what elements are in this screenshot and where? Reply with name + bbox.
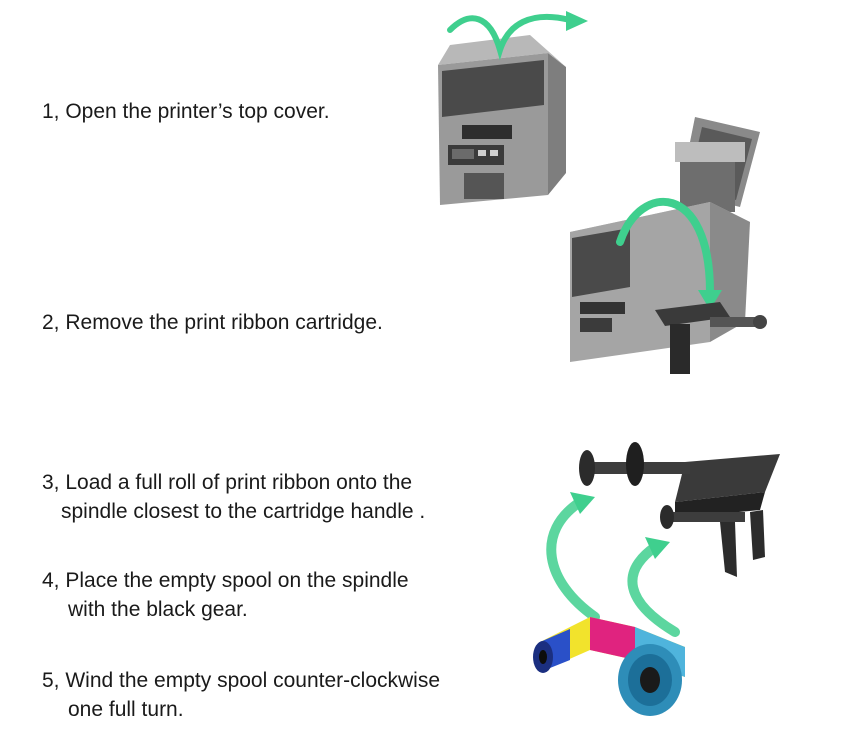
step-3: 3, Load a full roll of print ribbon onto… (42, 468, 425, 526)
ribbon-roll-icon (533, 617, 685, 716)
step-3-text-line2: spindle closest to the cartridge handle … (61, 500, 426, 523)
step-5-text-line1: 5, Wind the empty spool counter-clockwis… (42, 669, 441, 692)
step-1-text: 1, Open the printer’s top cover. (42, 100, 330, 123)
green-arrow-icon (616, 197, 714, 296)
step-4: 4, Place the empty spool on the spindle … (42, 566, 409, 624)
step-1: 1, Open the printer’s top cover. (42, 97, 330, 126)
printer-closed-icon (438, 35, 566, 205)
printer-closed-illustration (438, 11, 588, 205)
printer-open-icon (570, 117, 760, 362)
green-arrow-icon (447, 13, 573, 61)
green-arrow-icon (627, 542, 680, 637)
ribbon-cartridge-icon (579, 442, 780, 577)
step-4-text-line1: 4, Place the empty spool on the spindle (42, 569, 409, 592)
ribbon-load-illustration (533, 442, 780, 716)
ribbon-cartridge-icon (655, 302, 767, 374)
step-3-text-line1: 3, Load a full roll of print ribbon onto… (42, 471, 413, 494)
printer-open-illustration (570, 117, 767, 374)
step-5-text-line2: one full turn. (68, 698, 184, 721)
step-2-text: 2, Remove the print ribbon cartridge. (42, 311, 383, 334)
green-arrow-icon (546, 497, 600, 622)
step-5: 5, Wind the empty spool counter-clockwis… (42, 666, 440, 724)
step-2: 2, Remove the print ribbon cartridge. (42, 308, 383, 337)
step-4-text-line2: with the black gear. (68, 598, 248, 621)
